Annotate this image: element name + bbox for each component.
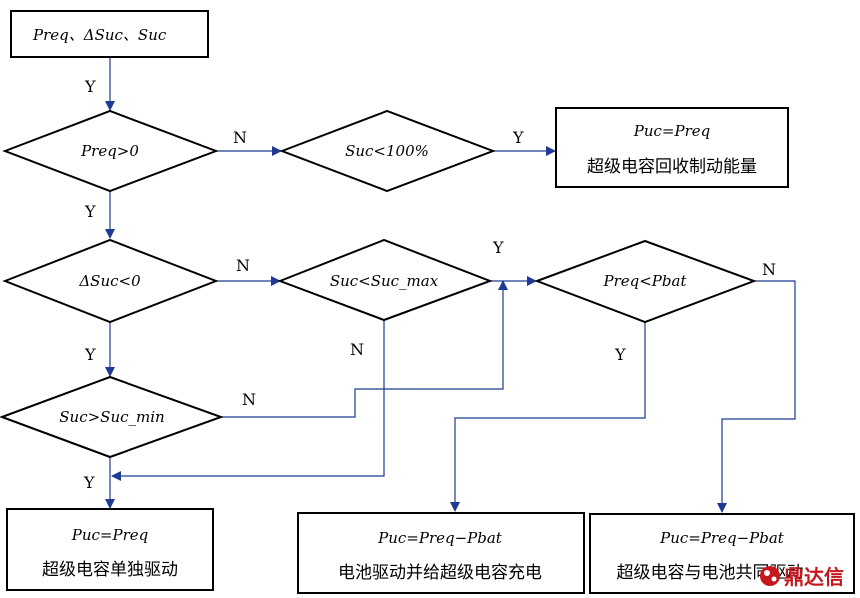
result-bat-charge-label: 电池驱动并给超级电容充电 — [338, 563, 542, 583]
edge-labels: Y N Y Y N Y N N Y Y N Y — [83, 77, 776, 492]
result-regen-formula: Puc=Preq — [633, 122, 710, 140]
decision-suc-below-100: Suc<100% — [279, 109, 496, 193]
decision-suc-below-max-text: Suc<Suc_max — [330, 272, 439, 290]
edges — [105, 58, 796, 513]
result-bat-charge-formula: Puc=Preq−Pbat — [377, 529, 503, 547]
start-box-text: Preq、ΔSuc、Suc — [32, 26, 167, 44]
label-n-preq: N — [233, 128, 247, 147]
result-joint-box: Puc=Preq−Pbat 超级电容与电池共同驱动 — [589, 513, 855, 594]
decision-preq-positive: Preq>0 — [2, 109, 219, 193]
decision-suc-below-100-text: Suc<100% — [345, 142, 429, 160]
label-y-dsuc: Y — [84, 345, 96, 364]
watermark-text: 鼎达信 — [784, 565, 844, 589]
decision-preq-below-pbat: Preq<Pbat — [534, 239, 757, 324]
decision-suc-above-min: Suc>Suc_min — [0, 375, 224, 459]
label-n-sucmax: N — [350, 340, 364, 359]
decision-delta-suc-negative: ΔSuc<0 — [2, 238, 219, 324]
edge-pbat-to-joint — [717, 280, 796, 513]
decision-delta-suc-negative-text: ΔSuc<0 — [78, 272, 141, 290]
label-y-sucmin: Y — [83, 473, 95, 492]
result-joint-formula: Puc=Preq−Pbat — [659, 529, 785, 547]
decision-preq-positive-text: Preq>0 — [80, 142, 139, 160]
result-bat-charge-box: Puc=Preq−Pbat 电池驱动并给超级电容充电 — [297, 512, 585, 594]
edge-sucmax-to-uc-only — [111, 320, 385, 481]
decision-suc-below-max: Suc<Suc_max — [277, 238, 493, 322]
label-y-pbat: Y — [614, 345, 626, 364]
label-n-dsuc: N — [236, 256, 250, 275]
label-n-pbat: N — [762, 260, 776, 279]
label-n-sucmin: N — [242, 390, 256, 409]
label-y-suc100: Y — [512, 128, 524, 147]
result-uc-only-formula: Puc=Preq — [71, 526, 148, 544]
watermark-icon — [760, 566, 780, 586]
result-uc-only-box: Puc=Preq 超级电容单独驱动 — [6, 508, 214, 591]
label-y-preq: Y — [84, 202, 96, 221]
start-box: Preq、ΔSuc、Suc — [10, 10, 209, 58]
label-y-start: Y — [84, 77, 96, 96]
decision-preq-below-pbat-text: Preq<Pbat — [603, 272, 688, 290]
label-y-sucmax: Y — [492, 238, 504, 257]
result-regen-box: Puc=Preq 超级电容回收制动能量 — [555, 107, 789, 188]
edge-sucmin-to-pbat — [221, 280, 508, 418]
result-joint-label: 超级电容与电池共同驱动 — [617, 563, 804, 583]
decision-suc-above-min-text: Suc>Suc_min — [59, 408, 164, 426]
result-regen-label: 超级电容回收制动能量 — [587, 157, 757, 177]
edge-pbat-to-bat-charge — [450, 322, 646, 512]
watermark-logo: 鼎达信 — [760, 565, 844, 589]
result-uc-only-label: 超级电容单独驱动 — [42, 560, 178, 580]
